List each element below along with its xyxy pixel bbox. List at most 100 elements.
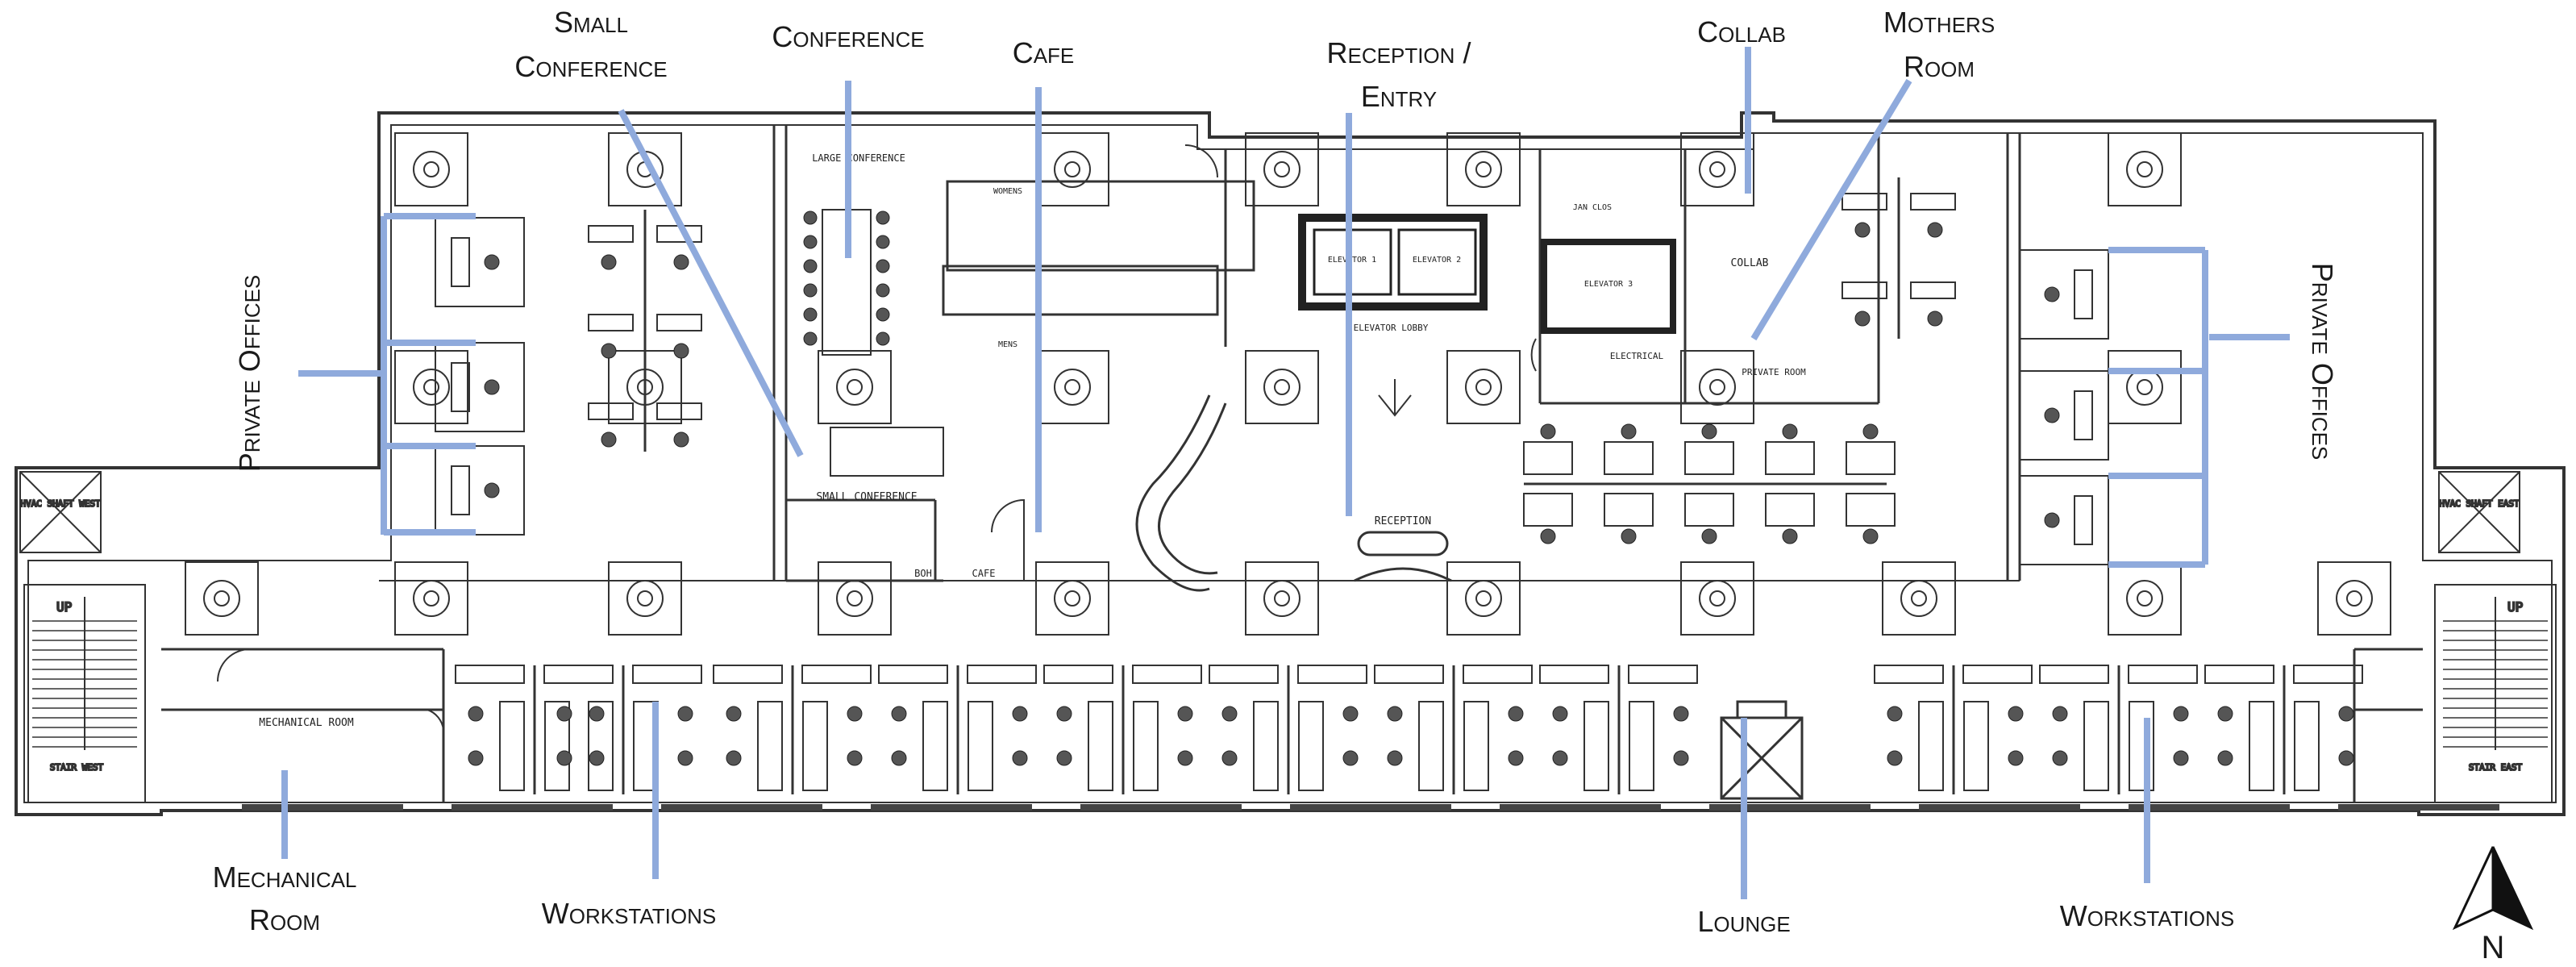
desk <box>802 701 828 791</box>
desk <box>1253 701 1279 791</box>
chair <box>2044 512 2060 528</box>
chair <box>1862 528 1879 544</box>
window <box>1709 804 1871 811</box>
mens-text: MENS <box>998 340 1017 349</box>
column <box>1245 350 1319 424</box>
chair <box>1887 706 1903 722</box>
column-ring <box>203 580 240 617</box>
chair <box>876 283 890 298</box>
desk <box>1846 493 1896 527</box>
electrical-text: ELECTRICAL <box>1610 351 1664 361</box>
chair <box>2338 706 2354 722</box>
column-core <box>847 590 863 606</box>
window <box>661 804 822 811</box>
hvac-shaft-east: HVAC SHAFT EAST <box>2438 471 2520 553</box>
elevator-3-text: ELEVATOR 3 <box>1584 280 1633 289</box>
chair <box>803 259 818 273</box>
chair <box>2044 407 2060 423</box>
leader-small-conference <box>618 109 804 457</box>
structural-columns <box>185 132 2391 636</box>
column-ring <box>1699 151 1736 188</box>
office-desk <box>2074 390 2093 440</box>
chair <box>891 750 907 766</box>
chair <box>876 259 890 273</box>
column-core <box>1064 590 1080 606</box>
chair <box>1887 750 1903 766</box>
label-small-conference-2: CONFERENCE <box>514 50 667 83</box>
column-ring <box>1465 151 1502 188</box>
desk <box>1846 441 1896 475</box>
desk <box>2083 701 2109 791</box>
reception-text: RECEPTION <box>1375 515 1431 527</box>
chair <box>1854 311 1871 327</box>
desk <box>1583 701 1609 791</box>
desk <box>1133 701 1159 791</box>
column-ring <box>836 369 873 406</box>
chair <box>1862 423 1879 440</box>
column-core <box>2137 379 2153 395</box>
office-desk <box>2074 269 2093 319</box>
column <box>1446 132 1521 206</box>
chair <box>1012 750 1028 766</box>
chair <box>2008 706 2024 722</box>
desk <box>2129 701 2154 791</box>
desk <box>2293 665 2363 684</box>
desk <box>1918 701 1944 791</box>
window <box>1080 804 1242 811</box>
leader-mothers-room <box>1750 78 1912 341</box>
column-ring <box>1054 369 1091 406</box>
stair-west-text: STAIR WEST <box>50 762 104 773</box>
chair <box>1701 423 1717 440</box>
desk <box>544 701 570 791</box>
window <box>1290 804 1451 811</box>
chair <box>556 750 572 766</box>
desk <box>1910 281 1956 299</box>
chair <box>556 706 572 722</box>
label-reception-2: ENTRY <box>1361 80 1437 113</box>
desk <box>878 665 948 684</box>
column <box>1446 350 1521 424</box>
column <box>2108 132 2182 206</box>
leader-private-offices-left <box>298 213 476 536</box>
chair <box>803 283 818 298</box>
desk <box>2204 665 2274 684</box>
chair <box>803 235 818 249</box>
chair <box>2338 750 2354 766</box>
office <box>435 217 525 307</box>
office-desk <box>2074 495 2093 545</box>
chair <box>1621 423 1637 440</box>
column <box>1245 561 1319 636</box>
column <box>394 561 468 636</box>
chair <box>1782 423 1798 440</box>
stair-west-up: UP <box>56 599 72 615</box>
elevator-2-text: ELEVATOR 2 <box>1413 256 1461 265</box>
chair <box>2217 750 2233 766</box>
label-workstations-right: WORKSTATIONS <box>2060 899 2234 932</box>
desk <box>543 665 614 684</box>
column-core <box>1064 161 1080 177</box>
desk <box>1765 493 1815 527</box>
chair <box>1701 528 1717 544</box>
collab-plan-text: COLLAB <box>1731 257 1769 269</box>
chair <box>677 750 693 766</box>
column-core <box>423 379 439 395</box>
desk <box>1841 281 1887 299</box>
north-letter: N <box>2482 930 2505 963</box>
column-ring <box>1263 369 1300 406</box>
column-core <box>637 590 653 606</box>
column <box>2317 561 2391 636</box>
column <box>608 561 682 636</box>
chair <box>468 750 484 766</box>
label-mothers-room-1: MOTHERS <box>1883 6 1995 39</box>
label-private-offices-left: PRIVATE OFFICES <box>233 275 266 473</box>
column-ring <box>1054 580 1091 617</box>
chair <box>726 750 742 766</box>
chair <box>2217 706 2233 722</box>
office <box>2019 249 2109 340</box>
column <box>1680 350 1754 424</box>
hvac-west-text: HVAC SHAFT WEST <box>20 498 101 509</box>
column-core <box>1911 590 1927 606</box>
desk <box>757 701 783 791</box>
label-collab: COLLAB <box>1697 15 1786 48</box>
chair <box>1927 222 1943 238</box>
